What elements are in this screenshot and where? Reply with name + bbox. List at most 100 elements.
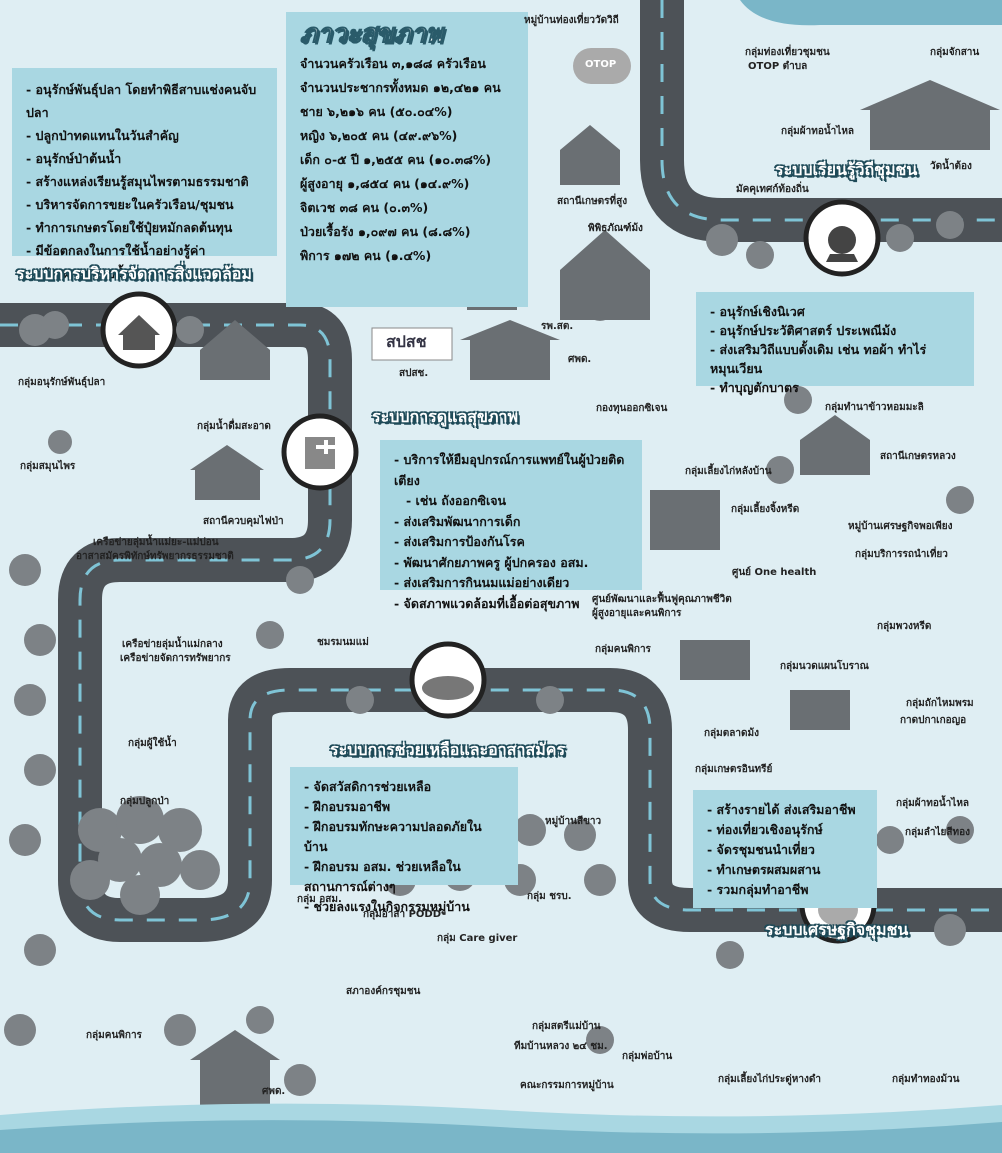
environment-item: ทำการเกษตรโดยใช้ปุ๋ยหมักลดต้นทุน (26, 216, 263, 239)
label: ศูนย์ One health (732, 567, 817, 578)
label: สถานีเกษตรหลวง (880, 451, 956, 462)
economy-item: จัดรชุมชนนำเที่ยว (707, 840, 863, 860)
label: คณะกรรมการหมู่บ้าน (520, 1080, 614, 1091)
care-item: เช่น ถังออกซิเจน (394, 491, 628, 512)
label: OTOP ตำบล (748, 61, 808, 72)
label: กลุ่มเกษตรอินทรีย์ (695, 764, 773, 775)
economy-box: สร้างรายได้ ส่งเสริมอาชีพ ท่องเที่ยวเชิง… (693, 790, 877, 908)
label: วัดน้ำต้อง (930, 161, 972, 172)
health-line: พิการ ๑๗๒ คน (๑.๔%) (300, 248, 432, 263)
culture-list: อนุรักษ์เชิงนิเวศ อนุรักษ์ประวัติศาสตร์ … (710, 302, 960, 397)
system-title-care: ระบบการดูแลสุขภาพ (372, 407, 519, 426)
label: ศูนย์พัฒนาและฟื้นฟูคุณภาพชีวิต (592, 594, 732, 605)
economy-item: ท่องเที่ยวเชิงอนุรักษ์ (707, 820, 863, 840)
label: กลุ่มผ้าทอน้ำไหล (781, 126, 855, 137)
help-item: ฝึกอบรมทักษะความปลอดภัยในบ้าน (304, 817, 504, 857)
culture-item: ทำบุญตักบาตร (710, 378, 960, 397)
health-status-list: จำนวนครัวเรือน ๓,๑๘๘ ครัวเรือน จำนวนประช… (300, 52, 514, 268)
environment-item: ปลูกป่าทดแทนในวันสำคัญ (26, 124, 263, 147)
label: กลุ่มบริการรถนำเที่ยว (855, 549, 948, 560)
label: กลุ่มสตรีแม่บ้าน (532, 1021, 601, 1032)
label: ศพด. (568, 354, 592, 365)
health-line: ชาย ๖,๒๑๖ คน (๕๐.๐๔%) (300, 104, 453, 119)
care-box: บริการให้ยืมอุปกรณ์การแพทย์ในผู้ป่วยติดเ… (380, 440, 642, 611)
health-line: เด็ก ๐-๕ ปี ๑,๒๕๕ คน (๑๐.๓๘%) (300, 152, 492, 167)
label: สภาองค์กรชุมชน (346, 986, 421, 997)
system-title-culture: ระบบเรียนรู้วิถีชุมชน (775, 160, 918, 179)
care-item: ส่งเสริมการกินนมแม่อย่างเดียว (394, 573, 628, 594)
label: กลุ่มผ้าทอน้ำไหล (896, 798, 970, 809)
economy-item: ทำเกษตรผสมผสาน (707, 860, 863, 880)
culture-item: อนุรักษ์ประวัติศาสตร์ ประเพณีม้ง (710, 321, 960, 340)
label: กลุ่มน้ำดื่มสะอาด (197, 421, 271, 432)
health-line: จิตเวช ๓๘ คน (๐.๓%) (300, 200, 429, 215)
label: ทีมบ้านหลวง ๒๔ ชม. (514, 1041, 608, 1052)
health-status-title: ภาวะสุขภาพ (300, 19, 444, 49)
label: กลุ่มอนุรักษ์พันธุ์ปลา (18, 377, 106, 388)
health-status-box: ภาวะสุขภาพ จำนวนครัวเรือน ๓,๑๘๘ ครัวเรือ… (286, 12, 528, 307)
label: กลุ่มพ่อบ้าน (622, 1051, 673, 1062)
label: รพ.สต. (541, 321, 574, 332)
sps-logo-text: สปสช (386, 332, 427, 351)
health-line: หญิง ๖,๒๐๕ คน (๔๙.๙๖%) (300, 128, 458, 143)
label: กลุ่มตลาดม้ง (704, 728, 759, 739)
environment-item: บริหารจัดการขยะในครัวเรือน/ชุมชน (26, 193, 263, 216)
care-item: ส่งเสริมการป้องกันโรค (394, 532, 628, 553)
bottom-wave (0, 1103, 1002, 1153)
label: กลุ่ม อสม. (297, 894, 342, 905)
label: ชมรมนมแม่ (317, 637, 369, 648)
label: กลุ่ม ชรบ. (527, 891, 572, 902)
environment-item: มีข้อตกลงในการใช้น้ำอย่างรู้ค่า (26, 239, 263, 262)
label: กลุ่มเลี้ยงจิ้งหรีด (731, 504, 800, 515)
help-list: จัดสวัสดิการช่วยเหลือ ฝึกอบรมอาชีพ ฝึกอบ… (304, 777, 504, 917)
environment-list: อนุรักษ์พันธุ์ปลา โดยทำพิธีสาบแช่งคนจับป… (26, 78, 263, 285)
label: กลุ่มจักสาน (930, 47, 980, 58)
label: พิพิธภัณฑ์ม้ง (588, 223, 643, 234)
help-item: ช่วยลงแรงในกิจกรรมหมู่บ้าน (304, 897, 504, 917)
economy-list: สร้างรายได้ ส่งเสริมอาชีพ ท่องเที่ยวเชิง… (707, 800, 863, 900)
label: กลุ่มท่องเที่ยวชุมชน (745, 47, 830, 58)
label: มัคคุเทศก์ท้องถิ่น (736, 184, 809, 195)
label: กาดปกาเกอญอ (900, 715, 967, 726)
label: ผู้สูงอายุและคนพิการ (592, 608, 682, 619)
label: กลุ่ม Care giver (437, 933, 518, 944)
care-item: ส่งเสริมพัฒนาการเด็ก (394, 512, 628, 533)
environment-item: อนุรักษ์พันธุ์ปลา โดยทำพิธีสาบแช่งคนจับป… (26, 78, 263, 124)
help-box: จัดสวัสดิการช่วยเหลือ ฝึกอบรมอาชีพ ฝึกอบ… (290, 767, 518, 914)
health-line: ป่วยเรื้อรัง ๑,๐๙๗ คน (๘.๘%) (300, 224, 471, 239)
label: กลุ่มคนพิการ (86, 1030, 142, 1041)
otop-sign-text: OTOP (585, 59, 617, 70)
label: กลุ่มลำไยสีทอง (905, 827, 970, 838)
system-title-environment: ระบบการบริหารจัดการสิ่งแวดล้อม (16, 264, 252, 283)
environment-box: อนุรักษ์พันธุ์ปลา โดยทำพิธีสาบแช่งคนจับป… (12, 68, 277, 281)
economy-item: สร้างรายได้ ส่งเสริมอาชีพ (707, 800, 863, 820)
environment-item: สร้างแหล่งเรียนรู้สมุนไพรตามธรรมชาติ (26, 170, 263, 193)
label: กลุ่มอาสา PODD (363, 909, 442, 920)
health-line: ผู้สูงอายุ ๑,๘๕๔ คน (๑๔.๙%) (300, 176, 470, 191)
label: เครือข่ายลุ่มน้ำแม่ยะ-แม่ปอน (93, 537, 219, 548)
health-line: จำนวนประชากรทั้งหมด ๑๒,๔๒๑ คน (300, 80, 501, 95)
system-title-help: ระบบการช่วยเหลือและอาสาสมัคร (330, 740, 566, 759)
label: สถานีเกษตรที่สูง (557, 196, 628, 207)
care-item: พัฒนาศักยภาพครู ผู้ปกครอง อสม. (394, 553, 628, 574)
label: หมู่บ้านท่องเที่ยววัดวิถี (524, 15, 619, 26)
label: กลุ่มปลูกป่า (120, 796, 170, 807)
help-item: ฝึกอบรม อสม. ช่วยเหลือในสถานการณ์ต่างๆ (304, 857, 504, 897)
label: กองทุนออกซิเจน (596, 403, 668, 414)
label: อาสาสมัครพิทักษ์ทรัพยากรธรรมชาติ (76, 551, 234, 562)
label: กลุ่มทำทองม้วน (892, 1074, 960, 1085)
health-line: จำนวนครัวเรือน ๓,๑๘๘ ครัวเรือน (300, 56, 486, 71)
label: หมู่บ้านสีขาว (545, 816, 602, 827)
culture-item: ส่งเสริมวิถีแบบดั้งเดิม เช่น ทอผ้า ทำไร่… (710, 340, 960, 378)
water-blob (740, 0, 1002, 26)
help-item: ฝึกอบรมอาชีพ (304, 797, 504, 817)
environment-item: สร้างฝายชะลอน้ำ (26, 262, 263, 285)
label: กลุ่มเลี้ยงไก่หลังบ้าน (685, 466, 772, 477)
system-title-economy: ระบบเศรษฐกิจชุมชน (765, 920, 909, 939)
culture-item: อนุรักษ์เชิงนิเวศ (710, 302, 960, 321)
label: เครือข่ายจัดการทรัพยากร (120, 653, 231, 664)
help-item: จัดสวัสดิการช่วยเหลือ (304, 777, 504, 797)
label: เครือข่ายลุ่มน้ำแม่กลาง (122, 639, 223, 650)
label: กลุ่มผู้ใช้น้ำ (128, 738, 177, 749)
